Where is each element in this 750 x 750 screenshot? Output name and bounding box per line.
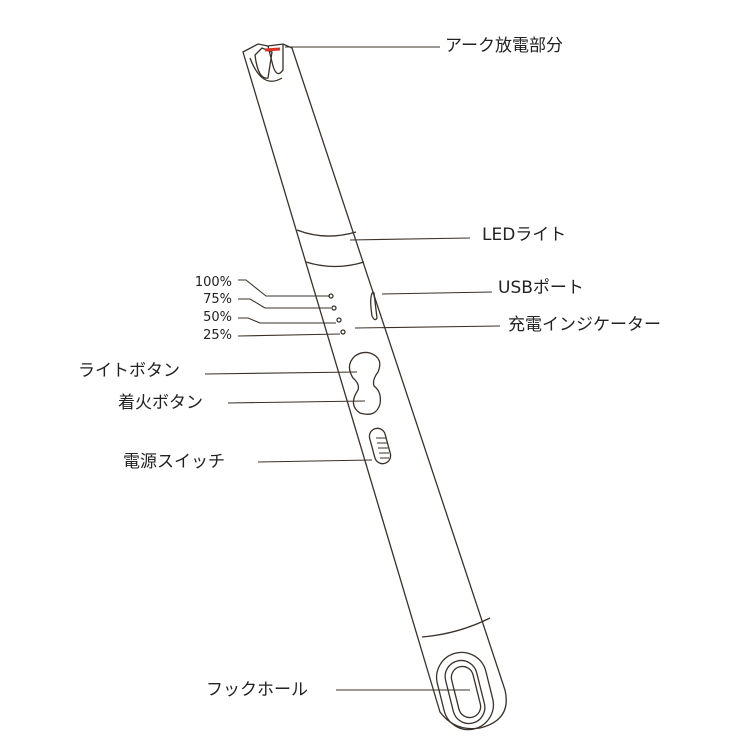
label-light-button: ライトボタン xyxy=(78,361,180,381)
battery-level-75: 75% xyxy=(203,292,232,307)
battery-level-25: 25% xyxy=(203,328,232,343)
arc-tip xyxy=(254,47,281,79)
light-and-ignition-buttons xyxy=(348,351,382,415)
label-led-light: LEDライト xyxy=(482,225,567,245)
bottom-band xyxy=(421,617,491,638)
leader-lines xyxy=(204,46,501,691)
charge-indicator-leds xyxy=(328,293,346,335)
battery-level-100: 100% xyxy=(194,275,232,290)
label-ignition-button: 着火ボタン xyxy=(118,393,203,413)
battery-level-50: 50% xyxy=(203,310,232,325)
power-switch xyxy=(368,427,392,465)
hook-hole xyxy=(435,651,495,731)
label-charge-indicator: 充電インジケーター xyxy=(508,315,661,335)
label-usb-port: USBポート xyxy=(498,278,584,298)
label-power-switch: 電源スイッチ xyxy=(123,452,225,472)
usb-port xyxy=(370,291,378,321)
label-arc-discharge: アーク放電部分 xyxy=(445,36,563,56)
led-band xyxy=(296,229,365,268)
label-hook-hole: フックホール xyxy=(206,680,308,700)
